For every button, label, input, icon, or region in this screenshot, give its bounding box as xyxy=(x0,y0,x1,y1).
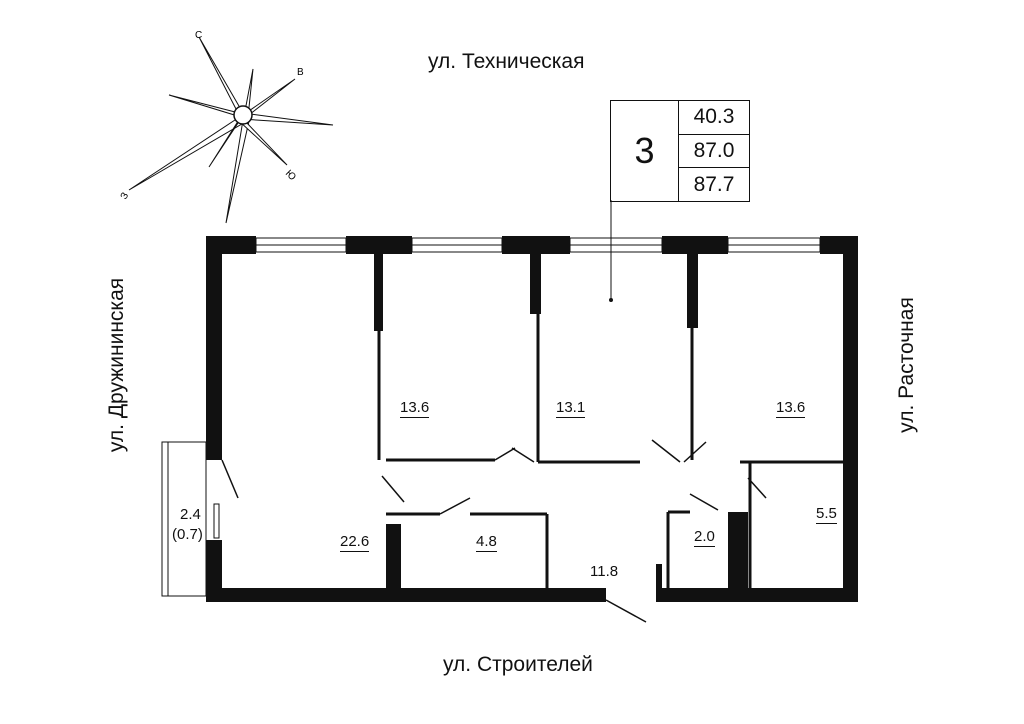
room-count: 3 xyxy=(610,100,679,202)
bedroom-2-area: 13.1 xyxy=(556,399,586,418)
street-label-top: ул. Техническая xyxy=(428,50,585,73)
storage-area: 5.5 xyxy=(816,505,837,524)
compass-east: В xyxy=(297,67,304,78)
compass-west: З xyxy=(119,191,132,202)
apartment-summary-table: 3 40.3 87.0 87.7 xyxy=(610,100,750,202)
hallway-area: 11.8 xyxy=(590,563,619,580)
thick-walls xyxy=(206,236,858,602)
balcony-area: 2.4 xyxy=(180,506,201,523)
kitchen-living-area: 22.6 xyxy=(340,533,370,552)
compass-center xyxy=(233,105,253,125)
table-leader-dot xyxy=(609,298,613,302)
bedroom-3-area: 13.6 xyxy=(776,399,806,418)
door-swings xyxy=(221,439,767,623)
thin-walls xyxy=(377,314,843,590)
bedroom-1-area: 13.6 xyxy=(400,399,430,418)
balcony xyxy=(161,441,220,597)
total-area-with-balcony-value: 87.7 xyxy=(678,167,750,202)
windows xyxy=(255,237,821,253)
living-area-value: 40.3 xyxy=(678,100,750,135)
street-label-bottom: ул. Строителей xyxy=(443,653,593,676)
compass-rose: С В Ю З xyxy=(119,30,334,224)
total-area-value: 87.0 xyxy=(678,133,750,169)
wc-area: 2.0 xyxy=(694,528,715,547)
balcony-reduced-area: (0.7) xyxy=(172,526,203,543)
bathroom-area: 4.8 xyxy=(476,533,497,552)
compass-north: С xyxy=(195,30,202,41)
